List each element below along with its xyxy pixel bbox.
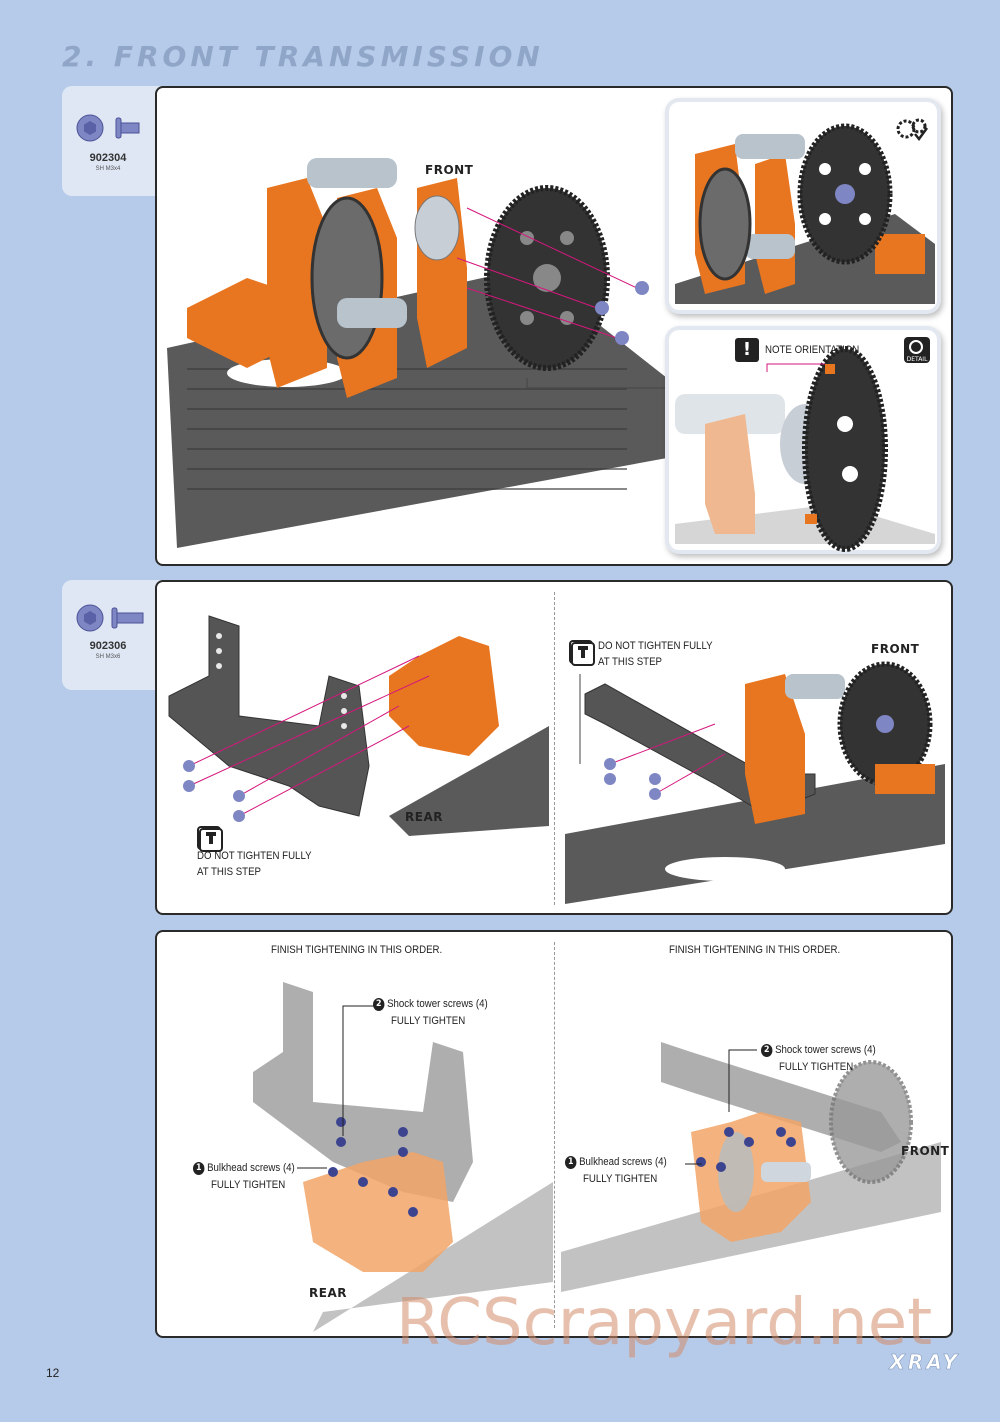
shock-tower-action: FULLY TIGHTEN [779,1061,854,1073]
warning-line1: DO NOT TIGHTEN FULLY [197,850,312,862]
section-title: 2. FRONT TRANSMISSION [62,40,544,73]
front-label: FRONT [871,642,920,656]
brand-logo: XRAY [889,1350,960,1375]
shock-tower-action: FULLY TIGHTEN [391,1015,466,1027]
callout-lines-right [685,1049,757,1165]
hex-key-icon [569,640,595,666]
watermark: RCScrapyard.net [396,1286,933,1360]
warning-line2: AT THIS STEP [598,656,663,668]
front-transmission-illustration [167,158,667,548]
final-tightening-rear-illustration [253,982,553,1332]
shock-tower-attached-illustration [565,661,945,904]
warning-icon: ! [735,338,759,362]
screw-icon [76,604,144,632]
part-tab-step1: 902304 SH M3x4 [62,86,162,196]
part-desc: SH M3x4 [95,166,121,172]
assembled-gear-illustration [675,123,935,304]
step1-panel: FRONT ! NOTE ORIENTATION DETAIL [155,86,953,566]
hex-key-icon [197,826,223,852]
front-label: FRONT [425,163,474,177]
inset-note-orientation: ! NOTE ORIENTATION DETAIL [669,330,937,552]
bulkhead-action: FULLY TIGHTEN [211,1179,286,1191]
right-heading: FINISH TIGHTENING IN THIS ORDER. [669,944,841,956]
warning-line1: DO NOT TIGHTEN FULLY [598,640,713,652]
rear-label: REAR [405,810,443,824]
rear-label: REAR [309,1286,347,1300]
callout-lines-left [297,1005,375,1169]
detail-icon-text: DETAIL [907,356,928,363]
inset-assembled [669,102,937,310]
orientation-detail-illustration [675,346,935,552]
step2-panel: REAR DO NOT TIGHTEN FULLY AT THIS STEP D… [155,580,953,915]
front-label: FRONT [901,1144,950,1158]
part-tab-step2: 902306 SH M3x6 [62,580,162,690]
warning-line2: AT THIS STEP [197,866,262,878]
detail-zoom-icon: DETAIL [904,337,930,363]
gear-settings-icon [896,118,929,142]
part-number: 902304 [89,152,127,164]
part-number: 902306 [89,640,127,652]
part-desc: SH M3x6 [95,654,121,660]
panel-divider [554,942,555,1328]
panel-divider [554,592,555,905]
final-tightening-front-illustration [561,1042,941,1292]
shock-tower-exploded-illustration [168,615,549,836]
left-heading: FINISH TIGHTENING IN THIS ORDER. [271,944,443,956]
page-number: 12 [46,1366,60,1380]
bulkhead-action: FULLY TIGHTEN [583,1173,658,1185]
screw-icon [76,114,140,142]
